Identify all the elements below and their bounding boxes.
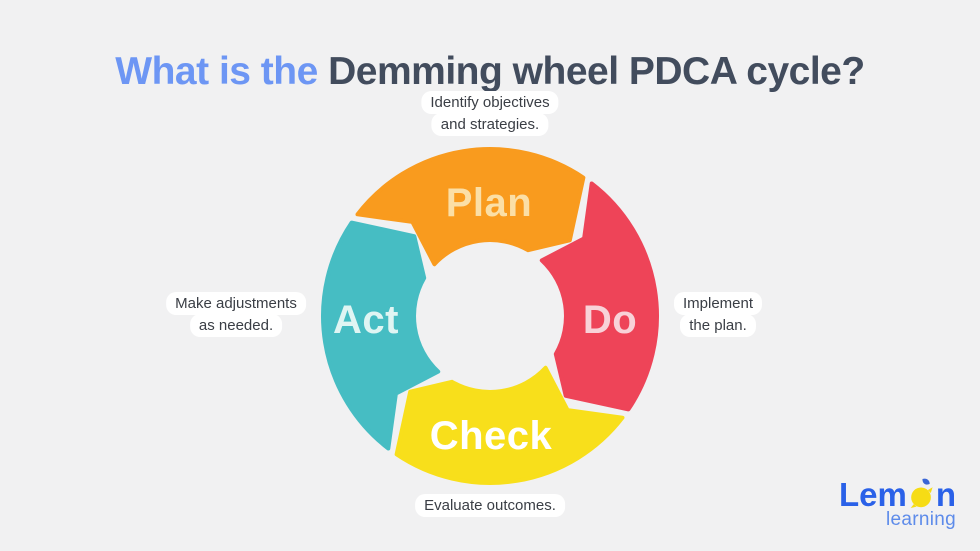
caption-do: Implement the plan.: [673, 292, 763, 337]
caption-plan: Identify objectives and strategies.: [421, 91, 559, 136]
wheel-segment-act: [321, 220, 441, 451]
caption-line: Make adjustments: [166, 292, 306, 315]
wheel-label-do: Do: [583, 298, 637, 342]
caption-line: Implement: [673, 292, 763, 315]
caption-line: and strategies.: [431, 113, 549, 136]
lemon-icon: [910, 478, 933, 508]
title-highlight: What is the: [115, 50, 329, 94]
wheel-label-plan: Plan: [446, 181, 532, 225]
logo-wordmark: Lem n: [839, 478, 956, 511]
wheel-segment-do: [539, 181, 659, 412]
wheel-label-act: Act: [333, 298, 399, 342]
caption-act: Make adjustments as needed.: [166, 292, 306, 337]
title-rest: Demming wheel PDCA cycle?: [328, 50, 865, 94]
wheel-segment-check: [394, 365, 625, 485]
logo-text-lem: Lem: [838, 476, 907, 513]
logo-subtitle: learning: [885, 509, 956, 530]
caption-line: Evaluate outcomes.: [415, 494, 565, 517]
wheel-label-check: Check: [430, 414, 553, 458]
lemon-learning-logo: Lem n learning: [839, 478, 956, 531]
caption-line: as needed.: [189, 314, 283, 337]
caption-line: the plan.: [680, 314, 756, 337]
page-title: What is the Demming wheel PDCA cycle?: [0, 50, 980, 94]
caption-line: Identify objectives: [421, 91, 559, 114]
logo-text-n: n: [935, 476, 956, 513]
caption-check: Evaluate outcomes.: [415, 494, 565, 517]
lemon-body: [910, 487, 933, 508]
wheel-segment-plan: [355, 147, 586, 267]
lemon-leaf: [922, 478, 930, 485]
